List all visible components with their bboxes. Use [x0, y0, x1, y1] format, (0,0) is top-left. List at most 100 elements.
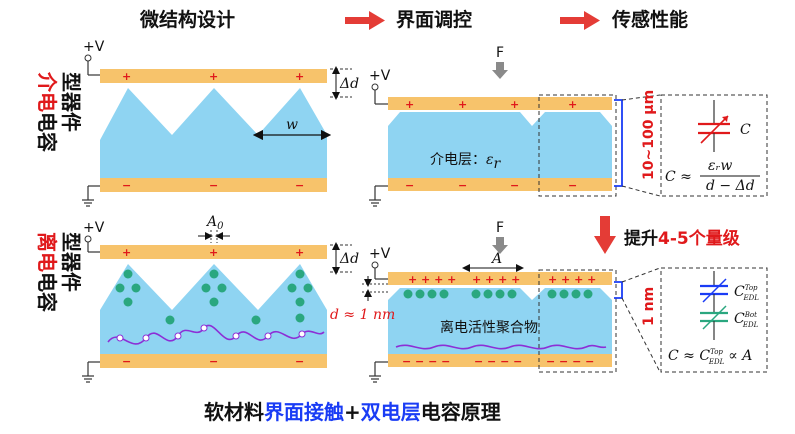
header-arrow-1 [345, 11, 385, 30]
svg-text:−: − [405, 179, 414, 192]
header-step2: 界面调控 [396, 8, 472, 31]
ground-icon [369, 199, 381, 207]
top-electrode [388, 272, 612, 285]
top-electrode [100, 245, 327, 259]
a0-label: A0 [205, 214, 224, 232]
surface-anions [403, 289, 593, 299]
svg-text:−: − [295, 355, 304, 368]
terminal-icon [371, 261, 379, 269]
area-label: A [490, 251, 502, 267]
d-approx-label: d ≈ 1 nm [330, 307, 395, 323]
voltage-label: +V [83, 220, 105, 236]
svg-text:−: − [209, 355, 218, 368]
thickness-bracket [614, 281, 623, 299]
force-arrow-icon [492, 62, 508, 79]
variable-capacitor-icon [698, 100, 730, 152]
row-label-dielectric-line2: 型器件 [59, 72, 83, 132]
terminal-icon [84, 54, 92, 62]
ground-icon [82, 199, 94, 207]
voltage-label: +V [369, 68, 391, 84]
thickness-bracket [614, 99, 623, 187]
dielectric-microstructure: +V + + + − − − Δd w [82, 39, 359, 207]
footer-caption: 软材料界面接触+双电层电容原理 [204, 400, 501, 424]
improvement-arrow-icon [594, 216, 616, 254]
svg-text:+: + [405, 98, 414, 111]
svg-text:+: + [122, 246, 131, 259]
row-label-ionic: 离电电容 [35, 232, 59, 312]
compressed-ionic [388, 288, 612, 354]
delta-d-label: Δd [339, 76, 359, 92]
svg-text:+: + [510, 98, 519, 111]
dielectric-capacitor-box: C C ≈ εᵣw d − Δd [660, 94, 768, 197]
bottom-electrode [388, 354, 612, 367]
width-label: w [286, 117, 298, 133]
svg-text:−: − [510, 179, 519, 192]
svg-text:−: − [122, 179, 131, 192]
svg-text:−: − [568, 179, 577, 192]
force-arrow-icon [492, 237, 508, 254]
ionic-layer-label: 离电活性聚合物 [440, 319, 538, 336]
svg-text:+ + + +: + + + + [548, 273, 596, 286]
cap-label: C [740, 122, 751, 138]
force-label: F [496, 45, 504, 61]
delta-d-label: Δd [339, 251, 359, 267]
terminal-icon [84, 235, 92, 243]
row-label-ionic-line2: 型器件 [59, 232, 83, 292]
svg-text:+: + [295, 70, 304, 83]
svg-text:+ + + +: + + + + [472, 273, 520, 286]
double-capacitor-icon [700, 271, 728, 340]
voltage-label: +V [83, 39, 105, 55]
ionic-microstructure: +V A0 + + + − − − [82, 214, 359, 383]
dielectric-layer-label: 介电层：εr [430, 152, 502, 172]
surface-anions-bottom: − − − − − − − − − − − − [402, 355, 594, 368]
svg-text:− − − −: − − − − [474, 355, 522, 368]
dielectric-interface: F +V + + + + 介电层：εr − − − − 10~100 μm [369, 45, 661, 207]
svg-text:+: + [209, 246, 218, 259]
svg-text:+: + [458, 98, 467, 111]
bottom-electrode [100, 354, 327, 368]
cation-group [116, 324, 306, 342]
bottom-electrode [388, 178, 612, 191]
svg-text:−: − [122, 355, 131, 368]
force-label: F [496, 220, 504, 236]
svg-text:+ + + +: + + + + [408, 273, 456, 286]
header-arrow-2 [560, 11, 600, 30]
pyramid-ionic [100, 264, 327, 354]
polymer-chain [395, 344, 607, 350]
surface-cations: + + + + + + + + + + + + [408, 273, 596, 286]
top-electrode [388, 97, 612, 110]
svg-text:+: + [122, 70, 131, 83]
header-step1: 微结构设计 [139, 8, 235, 31]
svg-text:− − − −: − − − − [402, 355, 450, 368]
zoom-region [538, 94, 617, 197]
svg-text:+: + [295, 246, 304, 259]
dielectric-thickness: 10~100 μm [641, 90, 657, 180]
voltage-label: +V [369, 246, 391, 262]
svg-text:−: − [295, 179, 304, 192]
header-step3: 传感性能 [611, 8, 688, 31]
pyramid-dielectric [100, 88, 327, 178]
improvement-label: 提升4-5个量级 [624, 228, 740, 249]
dielectric-formula-den: d − Δd [706, 178, 755, 194]
dielectric-formula-lhs: C ≈ [665, 169, 692, 185]
bottom-electrode [100, 178, 327, 192]
ionic-interface: F A +V + + + + + + + + + + + + 离电活性聚合物 −… [330, 220, 661, 383]
svg-text:−: − [209, 179, 218, 192]
compressed-dielectric [388, 112, 612, 178]
dielectric-formula-num: εᵣw [708, 158, 732, 174]
ground-icon [82, 375, 94, 383]
row-label-dielectric: 介电电容 [35, 71, 59, 152]
svg-text:−: − [458, 179, 467, 192]
zoom-region [538, 269, 617, 373]
svg-text:+: + [209, 70, 218, 83]
ground-icon [369, 375, 381, 383]
svg-text:+: + [568, 98, 577, 111]
anion-group [115, 269, 313, 325]
svg-text:− − − −: − − − − [546, 355, 594, 368]
